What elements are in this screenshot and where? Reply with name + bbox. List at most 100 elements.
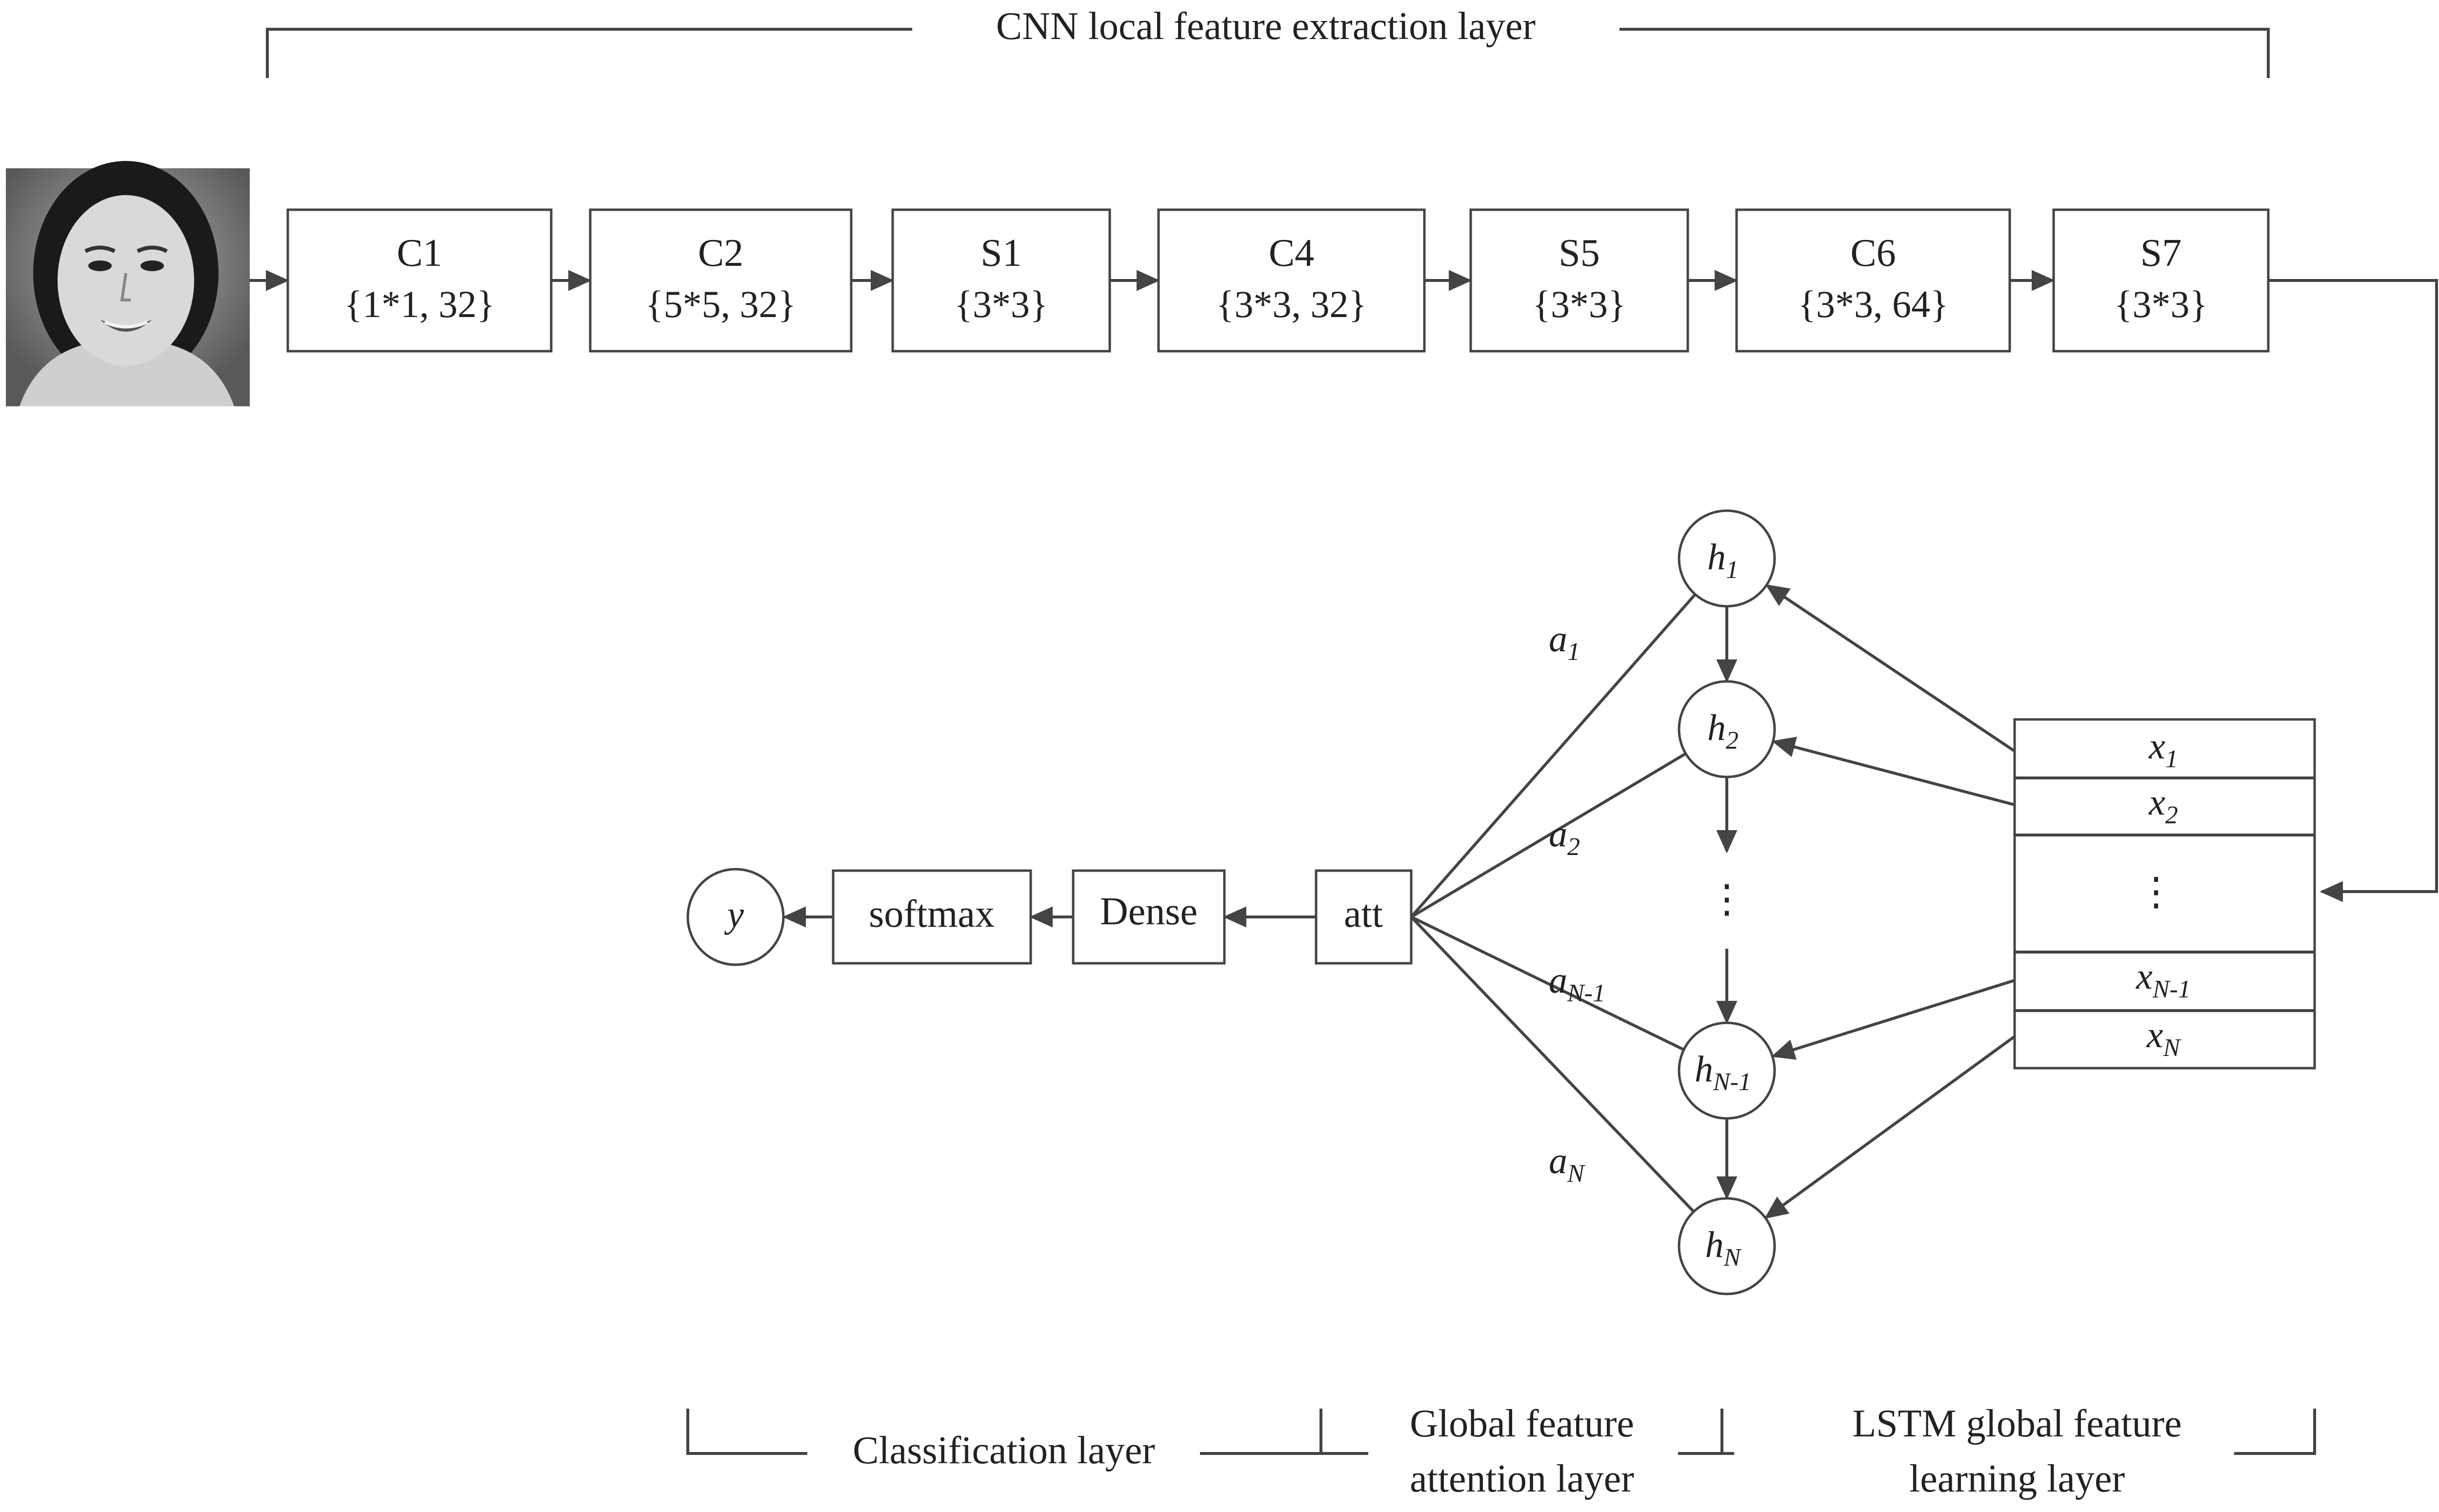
hidden-state-subscript: 2 <box>1726 727 1739 755</box>
input-ellipsis: ⋮ <box>2137 871 2176 914</box>
attention-line <box>1410 915 1685 1051</box>
cnn-layer-rect <box>1735 208 2011 353</box>
cnn-layer-box: S1{3*3} <box>891 208 1111 353</box>
input-to-hidden-arrow <box>1765 584 2016 753</box>
s7-to-sequence-wire <box>2268 279 2438 902</box>
attention-weight-subscript: 2 <box>1567 833 1580 861</box>
hidden-state-base: h <box>1707 707 1726 748</box>
classification-bracket-label: Classification layer <box>853 1429 1155 1472</box>
attention-weight-subscript: 1 <box>1567 638 1580 666</box>
face-input-image <box>6 161 250 406</box>
hidden-state-base: h <box>1707 537 1726 577</box>
cnn-layer-rect <box>2052 208 2270 353</box>
hidden-state-label: h2 <box>1707 707 1739 755</box>
cnn-layer-name: C6 <box>1850 232 1896 275</box>
cnn-layer-params: {3*3} <box>2114 283 2208 325</box>
cnn-bracket-label: CNN local feature extraction layer <box>996 5 1536 48</box>
hidden-state-node: hN-1 <box>1678 1021 1776 1120</box>
hidden-state-label: hN <box>1705 1224 1742 1272</box>
cnn-layer-name: C2 <box>698 232 743 275</box>
cnn-layer-rect <box>589 208 853 353</box>
attention-weight-label: aN-1 <box>1549 960 1605 1007</box>
attention-weight-base: a <box>1549 960 1567 1001</box>
cnn-layer-params: {3*3, 64} <box>1798 283 1949 325</box>
input-token-label: x2 <box>2148 782 2178 829</box>
cnn-layer-row: C1{1*1, 32}C2{5*5, 32}S1{3*3}C4{3*3, 32}… <box>250 208 2270 353</box>
cnn-layer-params: {1*1, 32} <box>344 283 495 325</box>
input-token-label: xN <box>2146 1015 2182 1062</box>
input-token-label: xN-1 <box>2136 956 2191 1003</box>
hidden-state-node: h1 <box>1678 509 1776 608</box>
hidden-ellipsis: ⋮ <box>1707 878 1746 921</box>
hidden-state-subscript: N-1 <box>1713 1068 1751 1096</box>
cnn-layer-params: {5*5, 32} <box>645 283 796 325</box>
input-token-subscript: N <box>2163 1034 2182 1062</box>
hidden-state-circle <box>1678 1021 1776 1120</box>
hidden-state-base: h <box>1705 1224 1724 1265</box>
input-token-subscript: 2 <box>2165 801 2178 829</box>
input-to-hidden-arrow <box>1764 1035 2016 1219</box>
attention-bracket-label-1: Global feature <box>1410 1402 1634 1445</box>
cnn-layer-box: C4 {3*3, 32} <box>1157 208 1426 353</box>
dense-label: Dense <box>1100 890 1198 933</box>
softmax-label: softmax <box>869 893 995 935</box>
attention-weight-base: a <box>1549 814 1567 855</box>
hidden-state-node: hN <box>1678 1197 1776 1295</box>
cnn-layer-rect <box>891 208 1111 353</box>
cnn-layer-box: S5 {3*3} <box>1469 208 1689 353</box>
cnn-layer-name: S5 <box>1559 232 1600 275</box>
cnn-layer-name: C4 <box>1269 232 1314 275</box>
cnn-bracket: CNN local feature extraction layer <box>266 5 2270 78</box>
cnn-layer-name: C1 <box>397 232 442 275</box>
lstm-bracket-label-1: LSTM global feature <box>1852 1402 2181 1445</box>
hidden-state-label: h1 <box>1707 537 1739 584</box>
hidden-state-base: h <box>1695 1049 1713 1090</box>
hidden-state-subscript: 1 <box>1726 556 1739 584</box>
att-label: att <box>1344 893 1383 935</box>
hidden-state-circle <box>1678 1197 1776 1295</box>
input-to-hidden-arrow <box>1771 979 2015 1060</box>
cnn-layer-rect <box>1469 208 1689 353</box>
hidden-state-node: h2 <box>1678 680 1776 778</box>
cnn-layer-box: C6 {3*3, 64} <box>1735 208 2011 353</box>
input-token-subscript: 1 <box>2165 745 2178 773</box>
cnn-layer-box: S7 {3*3} <box>2052 208 2270 353</box>
hidden-state-circle <box>1678 509 1776 608</box>
attention-bracket-label-2: attention layer <box>1410 1457 1634 1500</box>
input-token-subscript: N-1 <box>2152 975 2191 1003</box>
output-label: y <box>724 894 744 935</box>
input-token-base: x <box>2146 1015 2163 1055</box>
hidden-state-subscript: N <box>1723 1244 1742 1272</box>
attention-weight-label: a2 <box>1549 814 1580 861</box>
input-token-base: x <box>2148 726 2165 767</box>
dense-box <box>1072 869 1226 965</box>
attention-line <box>1410 593 1697 918</box>
cnn-layer-params: {3*3, 32} <box>1216 283 1367 325</box>
cnn-layer-box: C2 {5*5, 32} <box>589 208 853 353</box>
input-to-hidden-arrow <box>1772 736 2015 806</box>
hidden-state-circle <box>1678 680 1776 778</box>
att-box <box>1315 869 1413 965</box>
attention-weight-label: aN <box>1549 1140 1586 1188</box>
bottom-brackets: Classification layer Global feature atte… <box>686 1402 2316 1500</box>
attention-weight-subscript: N <box>1567 1160 1586 1188</box>
attention-weight-subscript: N-1 <box>1567 979 1605 1007</box>
attention-line <box>1410 915 1695 1213</box>
cnn-layer-rect <box>286 208 553 353</box>
attention-weight-base: a <box>1549 618 1567 659</box>
input-token-base: x <box>2136 956 2153 997</box>
classification-head: att Dense softmax y <box>686 868 1413 966</box>
hidden-state-label: hN-1 <box>1695 1049 1751 1096</box>
attention-weight-label: a1 <box>1549 618 1580 666</box>
attention-line <box>1410 752 1687 918</box>
cnn-layer-name: S7 <box>2140 232 2182 275</box>
input-token-base: x <box>2148 782 2165 823</box>
cnn-layer-params: {3*3} <box>1533 283 1626 325</box>
cnn-layer-name: S1 <box>980 232 1022 275</box>
cnn-layer-rect <box>1157 208 1426 353</box>
lstm-bracket-label-2: learning layer <box>1909 1457 2125 1500</box>
attention-weight-base: a <box>1549 1140 1567 1181</box>
